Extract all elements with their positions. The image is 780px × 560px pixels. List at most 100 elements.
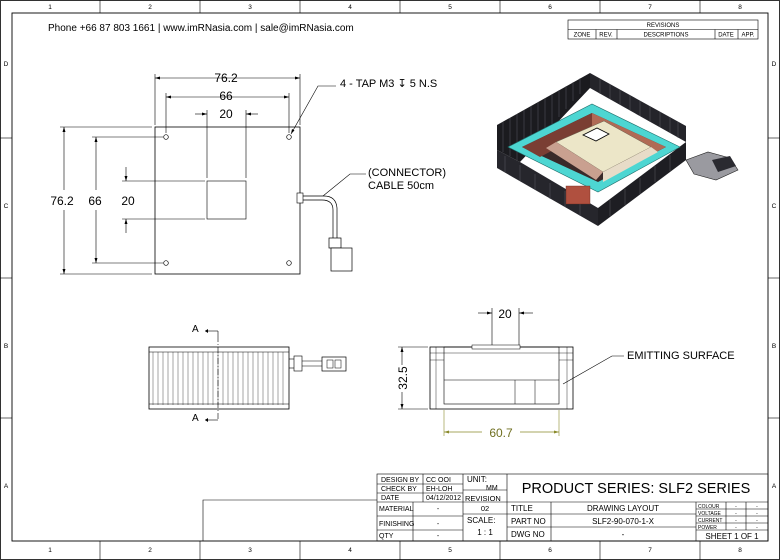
spec-current-label: CURRENT [698,518,722,524]
date-value: 04/12/2012 [426,495,461,502]
iso-heatsink-lowerleft [497,150,598,226]
design-by-value: CC OOI [426,477,451,484]
part-no-value: SLF2-90-070-1-X [592,517,654,526]
section-label-bottom: A [192,413,199,424]
qty-value: - [437,533,440,540]
col-label-3-bottom: 3 [248,547,252,554]
connector-note-2: CABLE 50cm [368,180,434,192]
qty-label: QTY [379,533,394,540]
dim-height-center: 20 [121,194,135,208]
design-by-label: DESIGN BY [381,477,419,484]
col-label-8-bottom: 8 [738,547,742,554]
spec-colour-a: - [735,504,737,510]
row-label-d-right: D [772,61,777,68]
revisions-title: REVISIONS [647,23,680,29]
rev-col-date: DATE [718,33,734,39]
rev-col-descriptions: DESCRIPTIONS [643,33,688,39]
material-value: - [437,506,440,513]
iso-heatsink-right [590,73,686,142]
iso-aperture [582,127,610,142]
cable [303,195,338,238]
dim-front-top: 20 [498,307,512,321]
side-view: A A [148,324,347,424]
iso-inner-block [565,185,591,205]
dim-width-holes: 66 [219,89,233,103]
dim-height-holes: 66 [88,194,102,208]
finishing-value: - [437,521,440,528]
rev-col-zone: ZONE [574,33,591,39]
unit-label: UNIT: [467,475,487,484]
check-by-label: CHECK BY [381,486,417,493]
mount-hole-tl [163,134,169,140]
row-label-d-left: D [4,61,9,68]
col-label-1-bottom: 1 [48,547,52,554]
emitting-surface-label: EMITTING SURFACE [627,350,735,362]
title-block [202,473,769,542]
col-label-2-top: 2 [148,4,152,11]
title-label: TITLE [511,504,533,513]
sheet-number: SHEET 1 OF 1 [705,532,759,541]
rev-col-rev: REV. [599,33,613,39]
top-horizontal-dims [154,74,301,178]
col-label-4-bottom: 4 [348,547,352,554]
top-vertical-dims [60,126,205,275]
connector-leader [322,173,366,197]
mount-hole-tr [286,134,292,140]
connector-body [330,247,353,272]
spec-current-a: - [735,518,737,524]
section-label-top: A [192,324,199,335]
side-cable-gland [293,355,303,372]
front-view-body [429,346,574,410]
scale-label: SCALE: [467,516,495,525]
iso-face-slope-left [546,142,603,180]
col-label-7-bottom: 7 [648,547,652,554]
top-view: 76.2 66 20 76.2 66 20 4 - TAP M3 ↧ 5 N.S… [50,71,446,275]
dim-front-width: 60.7 [489,426,513,440]
front-view: 20 32.5 60.7 EMITTING SURFACE [396,307,735,440]
row-label-c-right: C [772,203,777,210]
part-no-label: PART NO [511,517,546,526]
spec-colour-label: COLOUR [698,504,720,510]
spec-voltage-b: - [756,511,758,517]
spec-power-label: POWER [698,525,717,531]
col-label-2-bottom: 2 [148,547,152,554]
row-label-b-left: B [4,343,8,350]
dim-height-overall: 76.2 [50,194,74,208]
spec-current-b: - [756,518,758,524]
col-label-1-top: 1 [48,4,52,11]
connector-note-1: (CONNECTOR) [368,167,446,179]
check-by-value: EH-LOH [426,486,452,493]
center-window [206,180,247,220]
iso-face-slope-right [603,147,658,182]
mount-hole-bl [163,260,169,266]
col-label-8-top: 8 [738,4,742,11]
tap-note: 4 - TAP M3 ↧ 5 N.S [340,78,437,90]
product-series: PRODUCT SERIES: SLF2 SERIES [522,481,751,497]
row-label-b-right: B [772,343,776,350]
col-label-7-top: 7 [648,4,652,11]
dwg-no-label: DWG NO [511,530,545,539]
col-label-6-bottom: 6 [548,547,552,554]
col-label-5-bottom: 5 [448,547,452,554]
emitting-leader [562,355,624,385]
col-label-6-top: 6 [548,4,552,11]
mount-hole-br [286,260,292,266]
dim-width-center: 20 [219,107,233,121]
row-label-c-left: C [4,203,9,210]
row-label-a-right: A [772,483,777,490]
title-value: DRAWING LAYOUT [587,504,659,513]
revisions-table [567,19,759,40]
contact-line: Phone +66 87 803 1661 | www.imRNasia.com… [48,23,354,34]
isometric-view [497,73,739,226]
col-label-5-top: 5 [448,4,452,11]
row-label-a-left: A [4,483,9,490]
date-label: DATE [381,495,399,502]
col-label-4-top: 4 [348,4,352,11]
spec-voltage-a: - [735,511,737,517]
side-view-body [148,346,290,410]
revision-value: 02 [481,504,489,513]
iso-heatsink-lowerright [598,142,686,226]
